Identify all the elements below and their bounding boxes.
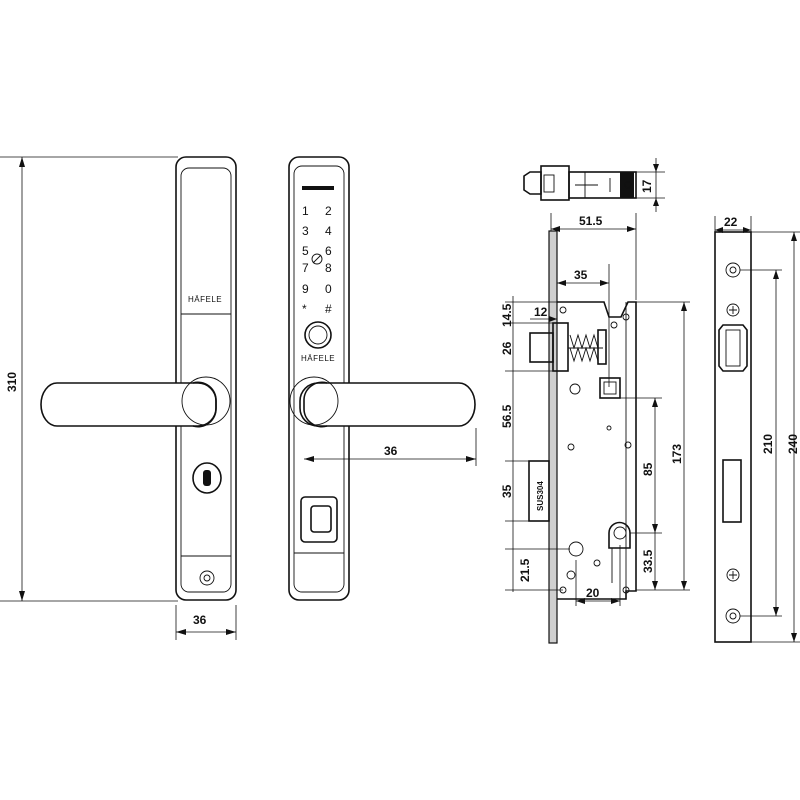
cylinder-hole-icon [608, 521, 631, 549]
keypad-key: 4 [325, 224, 332, 238]
lever-handle-front [299, 382, 476, 427]
mortise-case-view: SUS304 51.5 35 12 14.5 [500, 213, 690, 644]
dim-310: 310 [5, 372, 19, 392]
dim-36-projection: 36 [384, 444, 398, 458]
dim-21-5: 21.5 [518, 558, 532, 582]
fingerprint-sensor-icon [304, 321, 332, 349]
dim-85: 85 [641, 462, 655, 476]
dim-22: 22 [724, 215, 738, 229]
keypad-key: 7 [302, 261, 309, 275]
brand-label-back: HÄFELE [188, 295, 222, 304]
back-handle-view: HÄFELE 310 36 [0, 156, 237, 640]
strike-plate-view: 22 210 240 [714, 215, 800, 643]
dim-56-5: 56.5 [500, 404, 514, 428]
keypad-key: # [325, 302, 332, 316]
key-cover-icon [300, 496, 338, 543]
keypad-key: 8 [325, 261, 332, 275]
front-keypad-view: 1 2 3 4 5 6 7 8 9 0 * # HÄFELE [288, 156, 477, 601]
keypad-key: 0 [325, 282, 332, 296]
card-reader-icon [311, 253, 323, 265]
keypad-key: 5 [302, 244, 309, 258]
key-hole-icon [192, 462, 222, 494]
keypad: 1 2 3 4 5 6 7 8 9 0 * # [302, 204, 332, 316]
dim-35-deadbolt: 35 [500, 484, 514, 498]
latch-top-view: 17 [523, 158, 665, 212]
keypad-key: 6 [325, 244, 332, 258]
dim-12: 12 [534, 305, 548, 319]
dim-20: 20 [586, 586, 600, 600]
dim-173: 173 [670, 444, 684, 464]
material-stamp: SUS304 [536, 481, 545, 511]
dim-33-5: 33.5 [641, 549, 655, 573]
keypad-key: 2 [325, 204, 332, 218]
dim-240: 240 [786, 434, 800, 454]
brand-label-front: HÄFELE [301, 354, 335, 363]
dim-51-5: 51.5 [579, 214, 603, 228]
dim-17: 17 [640, 179, 654, 193]
dim-210: 210 [761, 434, 775, 454]
dim-35-top: 35 [574, 268, 588, 282]
keypad-key: * [302, 302, 307, 316]
dim-14-5: 14.5 [500, 303, 514, 327]
keypad-key: 9 [302, 282, 309, 296]
keypad-key: 1 [302, 204, 309, 218]
dim-36-width: 36 [193, 613, 207, 627]
dim-26: 26 [500, 341, 514, 355]
lever-handle-back [40, 382, 217, 427]
keypad-key: 3 [302, 224, 309, 238]
